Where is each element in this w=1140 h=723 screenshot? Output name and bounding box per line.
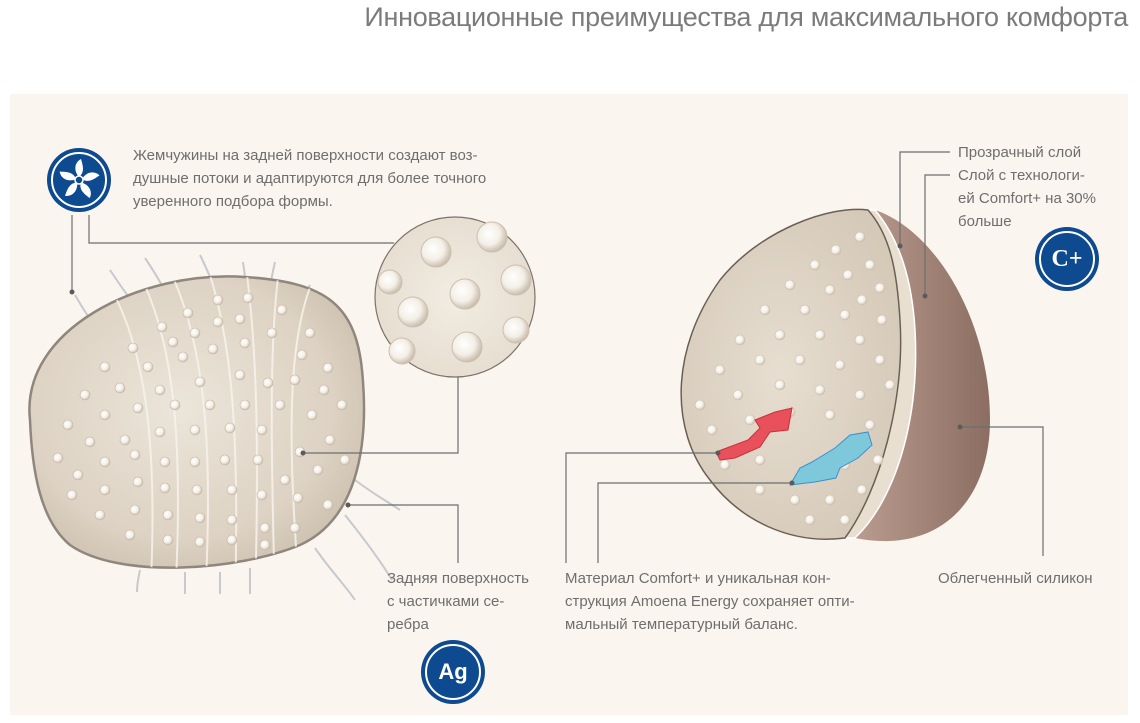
- comfort-plus-badge: C+: [1035, 227, 1099, 291]
- pearls-description: Жемчужины на задней поверхности создают …: [133, 144, 486, 213]
- text-line: больше: [958, 213, 1012, 230]
- flower-pinwheel-icon: [59, 159, 100, 199]
- back-surface-prosthesis: [28, 275, 366, 569]
- text-line: Материал Comfort+ и уникальная кон-: [565, 570, 831, 587]
- silver-badge: Ag: [421, 640, 485, 704]
- comfort-layer-description: Слой с технологи- ей Comfort+ на 30% бол…: [958, 164, 1096, 233]
- comfort-material-description: Материал Comfort+ и уникальная кон- стру…: [565, 567, 855, 636]
- text-line: Задняя поверхность: [387, 570, 529, 587]
- comfort-plus-icon: C+: [1051, 245, 1083, 272]
- text-line: с частичками се-: [387, 593, 505, 610]
- leader-lines: [71, 151, 1044, 563]
- silver-ag-icon: Ag: [438, 659, 468, 684]
- text-line: струкция Amoena Energy сохраняет опти-: [565, 593, 855, 610]
- text-line: ребра: [387, 616, 429, 633]
- text-line: Слой с технологи-: [958, 167, 1085, 184]
- cool-air-arrow: [789, 431, 873, 486]
- light-silicone-label: Облегченный силикон: [938, 570, 1093, 587]
- text-line: мальный температурный баланс.: [565, 616, 798, 633]
- text-line: душные потоки и адаптируются для более т…: [133, 170, 487, 187]
- text-line: уверенного подбора формы.: [133, 193, 333, 210]
- text-line: ей Comfort+ на 30%: [958, 190, 1096, 207]
- warm-air-arrow: [715, 407, 793, 461]
- transparent-layer-label: Прозрачный слой: [958, 144, 1082, 161]
- pearl-magnifier: [374, 216, 536, 378]
- pearls-badge: [47, 148, 111, 212]
- page-title: Инновационные преимущества для максималь…: [364, 2, 1128, 32]
- cutaway-prosthesis: [680, 208, 990, 542]
- text-line: Жемчужины на задней поверхности создают …: [133, 147, 478, 164]
- silver-back-description: Задняя поверхность с частичками се- ребр…: [387, 567, 529, 636]
